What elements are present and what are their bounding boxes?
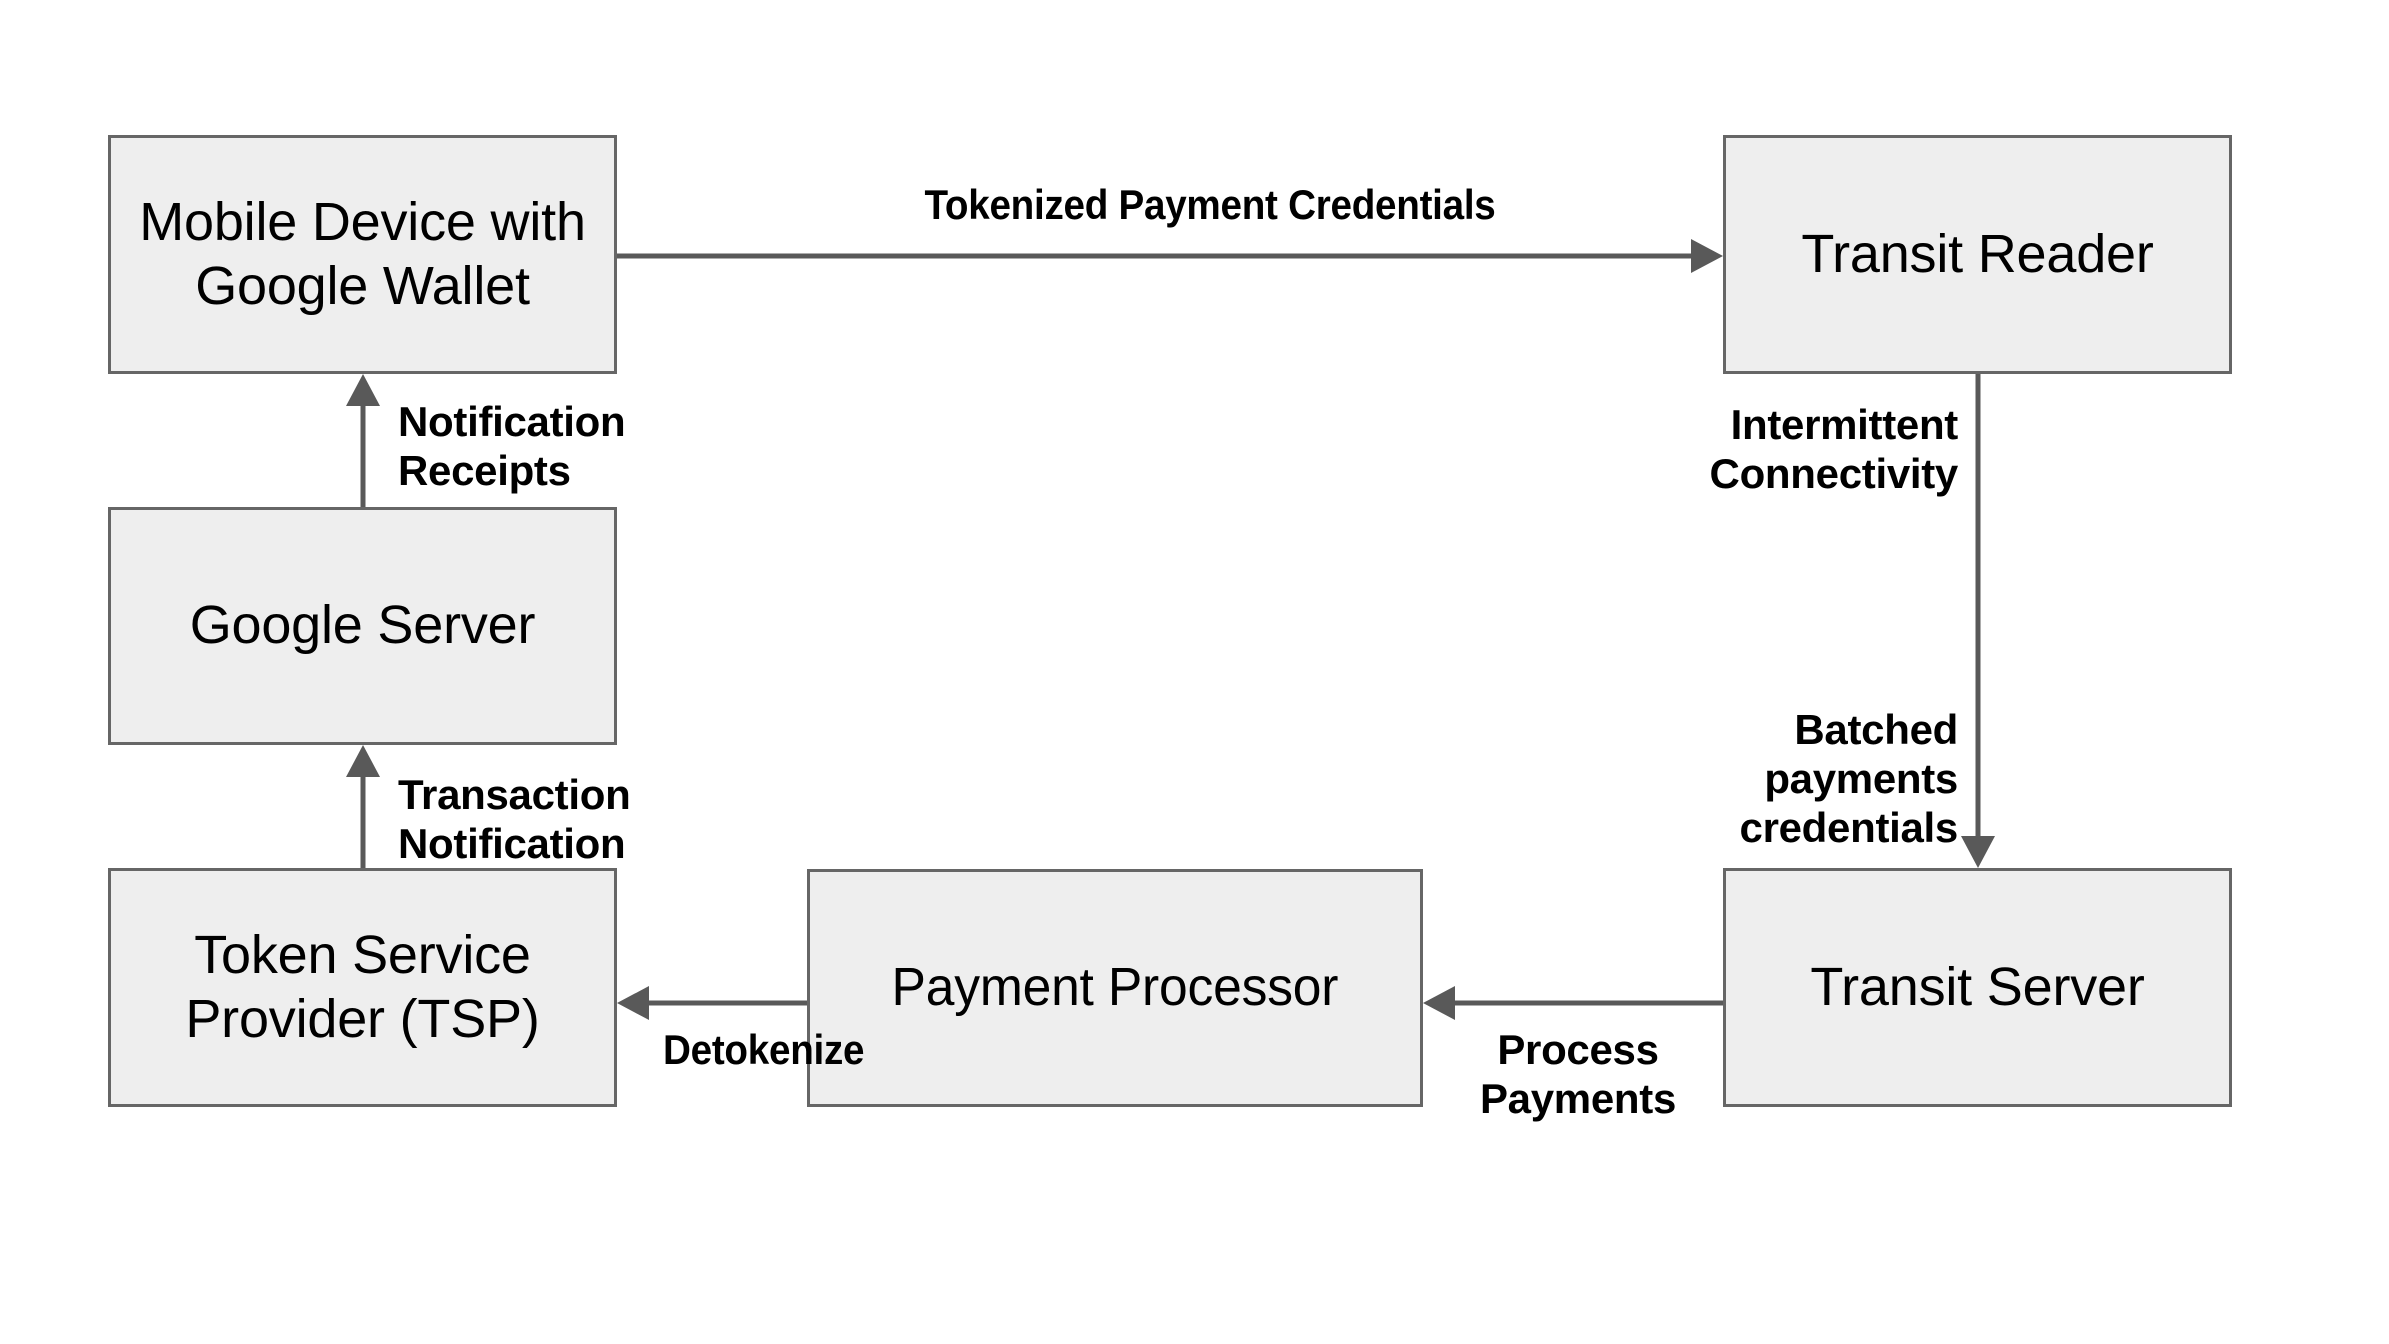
edge-label-process-payments: Process Payments [1479, 1026, 1677, 1123]
node-mobile-device[interactable]: Mobile Device with Google Wallet [108, 135, 617, 374]
node-transit-server-label: Transit Server [1810, 956, 2145, 1017]
edge-intermittent-connectivity [1961, 374, 1995, 868]
node-transit-reader[interactable]: Transit Reader [1723, 135, 2232, 374]
edge-label-tokenized-payment-credentials: Tokenized Payment Credentials [924, 181, 1496, 228]
edge-notification-receipts [346, 374, 380, 507]
node-payment-processor[interactable]: Payment Processor [807, 869, 1423, 1107]
edge-detokenize [617, 986, 807, 1020]
edge-process-payments [1423, 986, 1723, 1020]
node-transit-server[interactable]: Transit Server [1723, 868, 2232, 1107]
edge-label-batched-payments-credentials: Batched payments credentials [1739, 706, 1959, 852]
node-transit-reader-label: Transit Reader [1801, 223, 2154, 284]
edge-transaction-notification [346, 745, 380, 868]
edge-tokenized-payment-credentials [617, 239, 1723, 273]
node-google-server[interactable]: Google Server [108, 507, 617, 745]
node-google-server-label: Google Server [189, 595, 536, 656]
node-mobile-device-label: Mobile Device with Google Wallet [139, 191, 586, 316]
edge-label-detokenize: Detokenize [663, 1026, 865, 1073]
edge-label-notification-receipts: Notification Receipts [398, 398, 626, 495]
node-token-service-provider[interactable]: Token Service Provider (TSP) [108, 868, 617, 1107]
edge-label-transaction-notification: Transaction Notification [398, 771, 631, 868]
node-payment-processor-label: Payment Processor [891, 957, 1339, 1018]
edge-label-intermittent-connectivity: Intermittent Connectivity [1709, 401, 1959, 498]
node-token-service-provider-label: Token Service Provider (TSP) [185, 924, 540, 1049]
